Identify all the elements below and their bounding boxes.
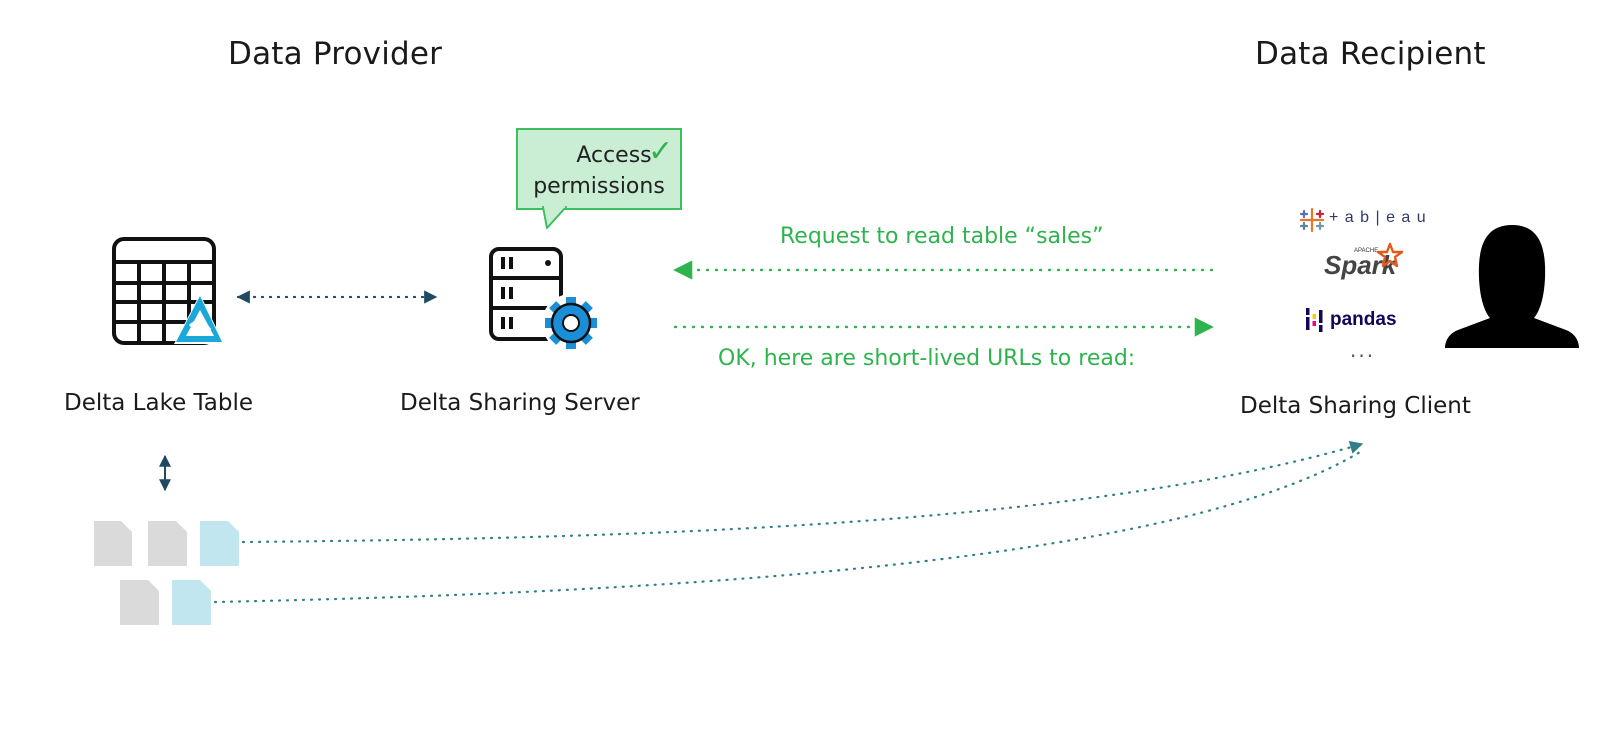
file-gray-2 — [148, 521, 187, 566]
file-blue-1 — [200, 521, 239, 566]
file-url-arrow-1 — [241, 440, 1364, 544]
callout-tail — [542, 206, 567, 229]
delta-sharing-server-label: Delta Sharing Server — [400, 390, 640, 416]
checkmark-icon: ✓ — [648, 134, 674, 169]
spark-star-icon — [1376, 242, 1404, 268]
request-label: Request to read table “sales” — [780, 224, 1104, 249]
gear-icon — [542, 294, 600, 352]
more-clients-ellipsis: ... — [1350, 338, 1376, 362]
tableau-icon — [1299, 207, 1325, 233]
delta-lake-table-label: Delta Lake Table — [64, 390, 254, 416]
data-recipient-heading: Data Recipient — [1255, 36, 1486, 72]
callout-line2: permissions — [533, 174, 665, 199]
delta-sharing-client-label: Delta Sharing Client — [1240, 393, 1471, 419]
delta-logo-icon — [174, 294, 224, 344]
pandas-logo: pandas — [1304, 306, 1424, 338]
file-url-arrow-2 — [213, 450, 1362, 604]
file-blue-2 — [172, 580, 211, 625]
file-gray-1 — [94, 521, 132, 566]
spark-apache-text: APACHE — [1354, 248, 1379, 254]
pandas-icon — [1306, 308, 1323, 332]
response-label: OK, here are short-lived URLs to read: — [718, 346, 1136, 371]
callout-line1: Access — [576, 143, 652, 168]
data-files — [94, 521, 239, 625]
access-permissions-callout: Access ✓ permissions — [516, 128, 682, 210]
pandas-text: pandas — [1330, 309, 1397, 330]
tableau-text: + a b | e a u — [1329, 209, 1427, 226]
data-provider-heading: Data Provider — [228, 36, 443, 72]
file-gray-3 — [120, 580, 159, 625]
spark-logo: APACHE Spark — [1324, 242, 1414, 286]
person-icon — [1445, 225, 1579, 348]
